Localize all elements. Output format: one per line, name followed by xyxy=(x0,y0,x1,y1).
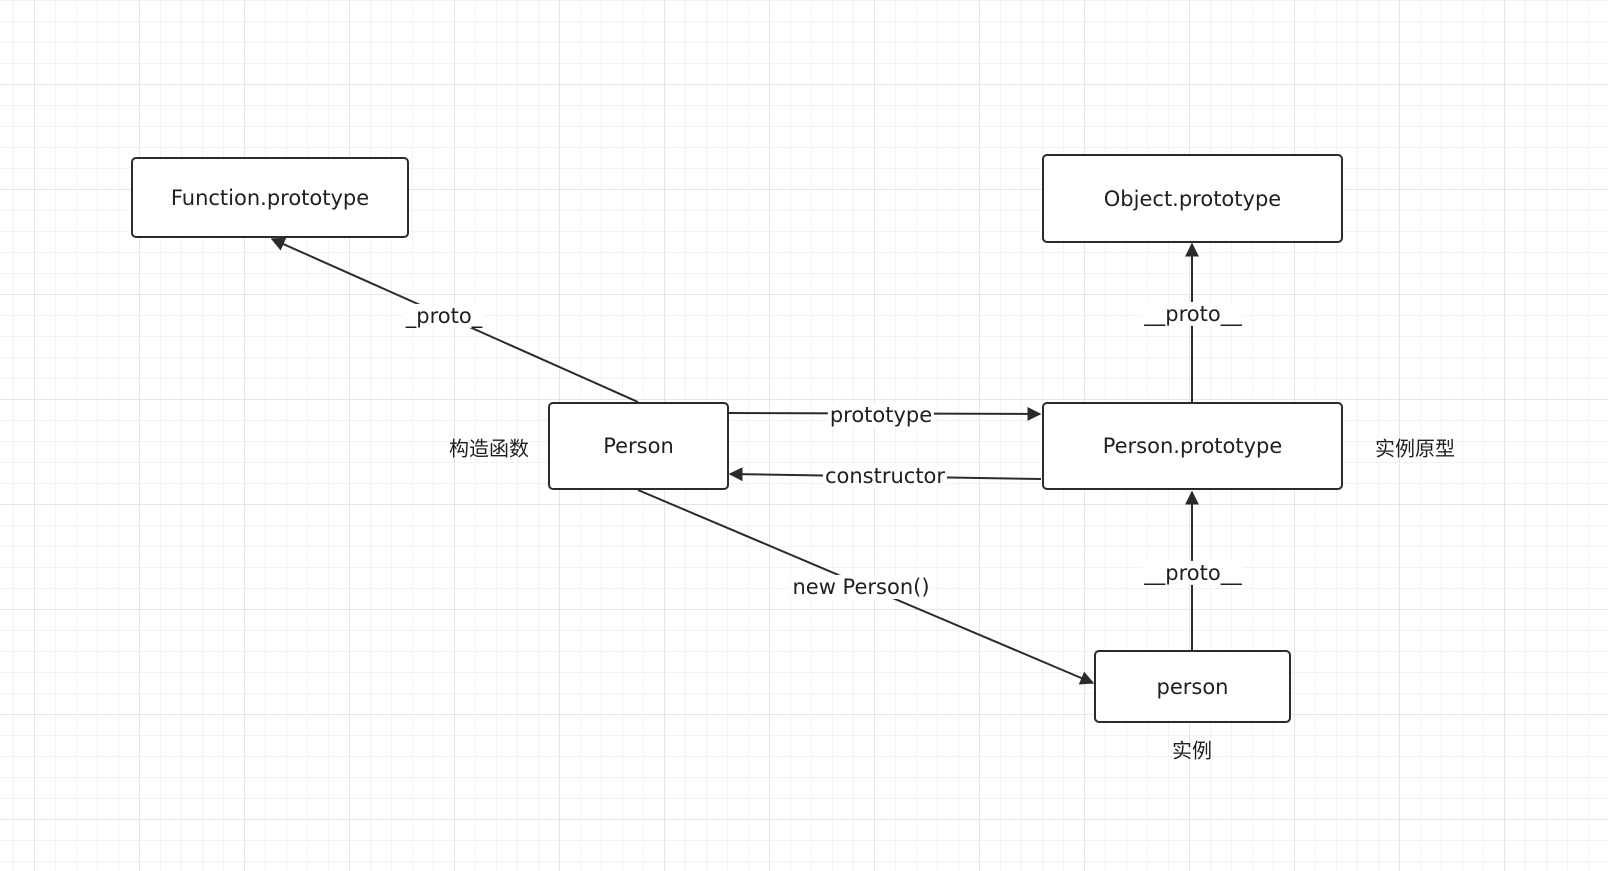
node-person-prototype-label: Person.prototype xyxy=(1102,434,1283,458)
annotation-instance: 实例 xyxy=(1172,738,1212,763)
edge-label-constructor: constructor xyxy=(822,463,948,489)
node-function-prototype-label: Function.prototype xyxy=(170,185,370,210)
edge-label-function-proto: _proto_ xyxy=(403,303,485,329)
node-person-instance-label: person xyxy=(1156,674,1229,699)
annotation-instance-prototype: 实例原型 xyxy=(1375,436,1455,461)
node-object-prototype[interactable]: Object.prototype xyxy=(1042,154,1343,243)
node-person-constructor-label: Person xyxy=(603,434,674,458)
edge-label-new-person: new Person() xyxy=(790,574,932,600)
node-person-constructor[interactable]: Person xyxy=(548,402,729,490)
node-object-prototype-label: Object.prototype xyxy=(1103,186,1282,211)
node-person-prototype[interactable]: Person.prototype xyxy=(1042,402,1343,490)
node-function-prototype[interactable]: Function.prototype xyxy=(131,157,409,238)
edge-label-prototype-proto: __proto__ xyxy=(1142,301,1244,327)
edge-label-instance-proto: __proto__ xyxy=(1142,560,1244,586)
annotation-constructor-fn: 构造函数 xyxy=(449,436,529,461)
edge-label-prototype: prototype xyxy=(827,402,935,428)
node-person-instance[interactable]: person xyxy=(1094,650,1291,723)
